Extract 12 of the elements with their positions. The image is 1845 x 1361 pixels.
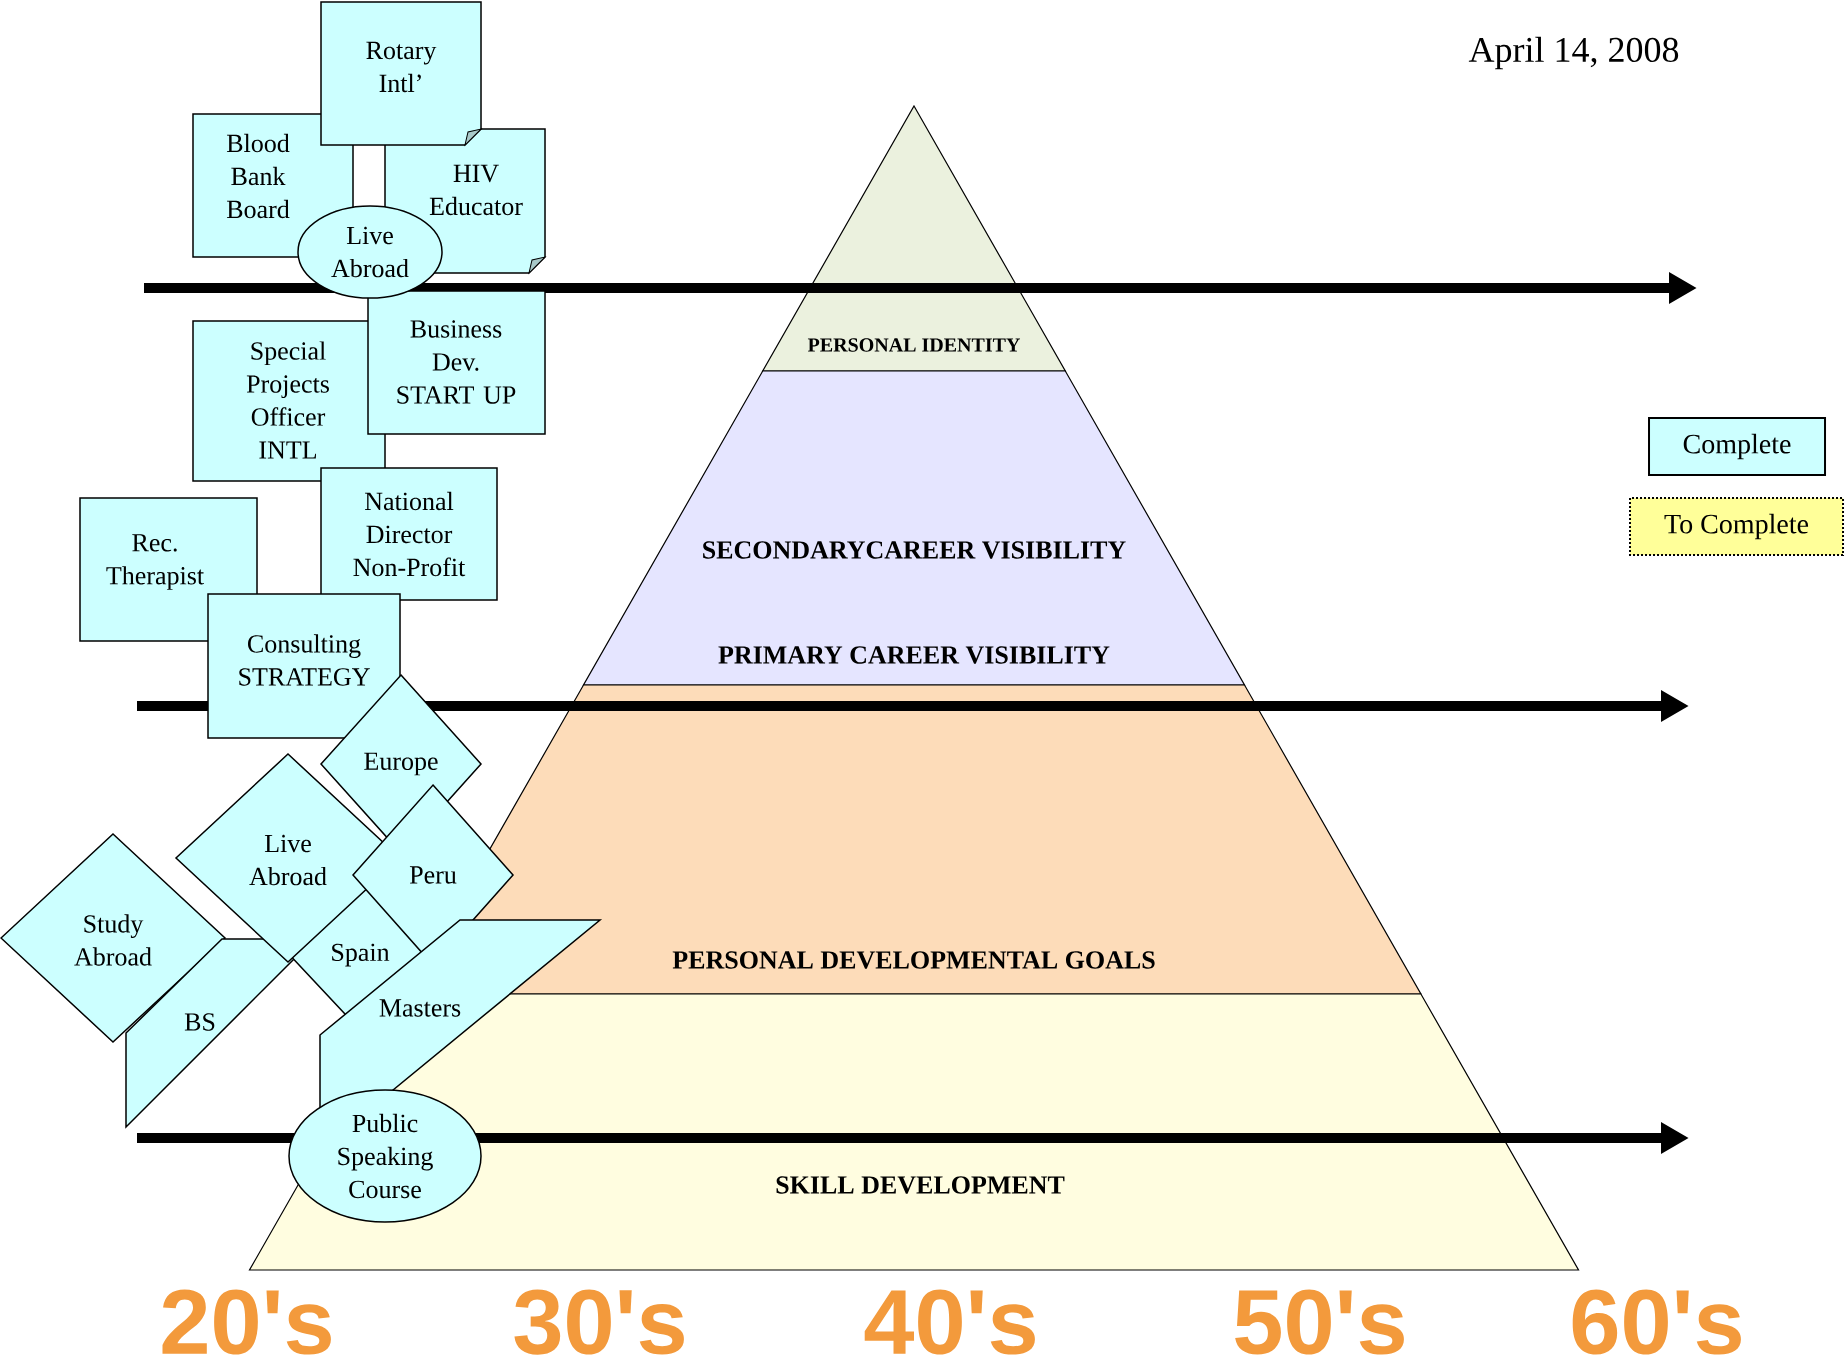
role-box: National Director Non-Profit bbox=[320, 467, 498, 601]
legend-item: Complete bbox=[1648, 417, 1826, 476]
role-box: Business Dev. START UP bbox=[367, 290, 546, 435]
decade-label: 20's bbox=[162, 1289, 331, 1355]
date-label: April 14, 2008 bbox=[1468, 36, 1679, 70]
decade-label: 60's bbox=[1572, 1289, 1741, 1355]
decade-label: 30's bbox=[514, 1289, 684, 1355]
legend-item: To Complete bbox=[1629, 497, 1844, 556]
pyramid-layer: SECONDARYCAREER VISIBILITY PRIMARY CAREER VISIBILITY bbox=[582, 370, 1246, 686]
role-box: Consulting STRATEGY bbox=[207, 593, 401, 739]
role-box: Special Projects Officer INTL bbox=[192, 320, 386, 482]
note-box: Rotary Intl’ bbox=[320, 1, 482, 146]
